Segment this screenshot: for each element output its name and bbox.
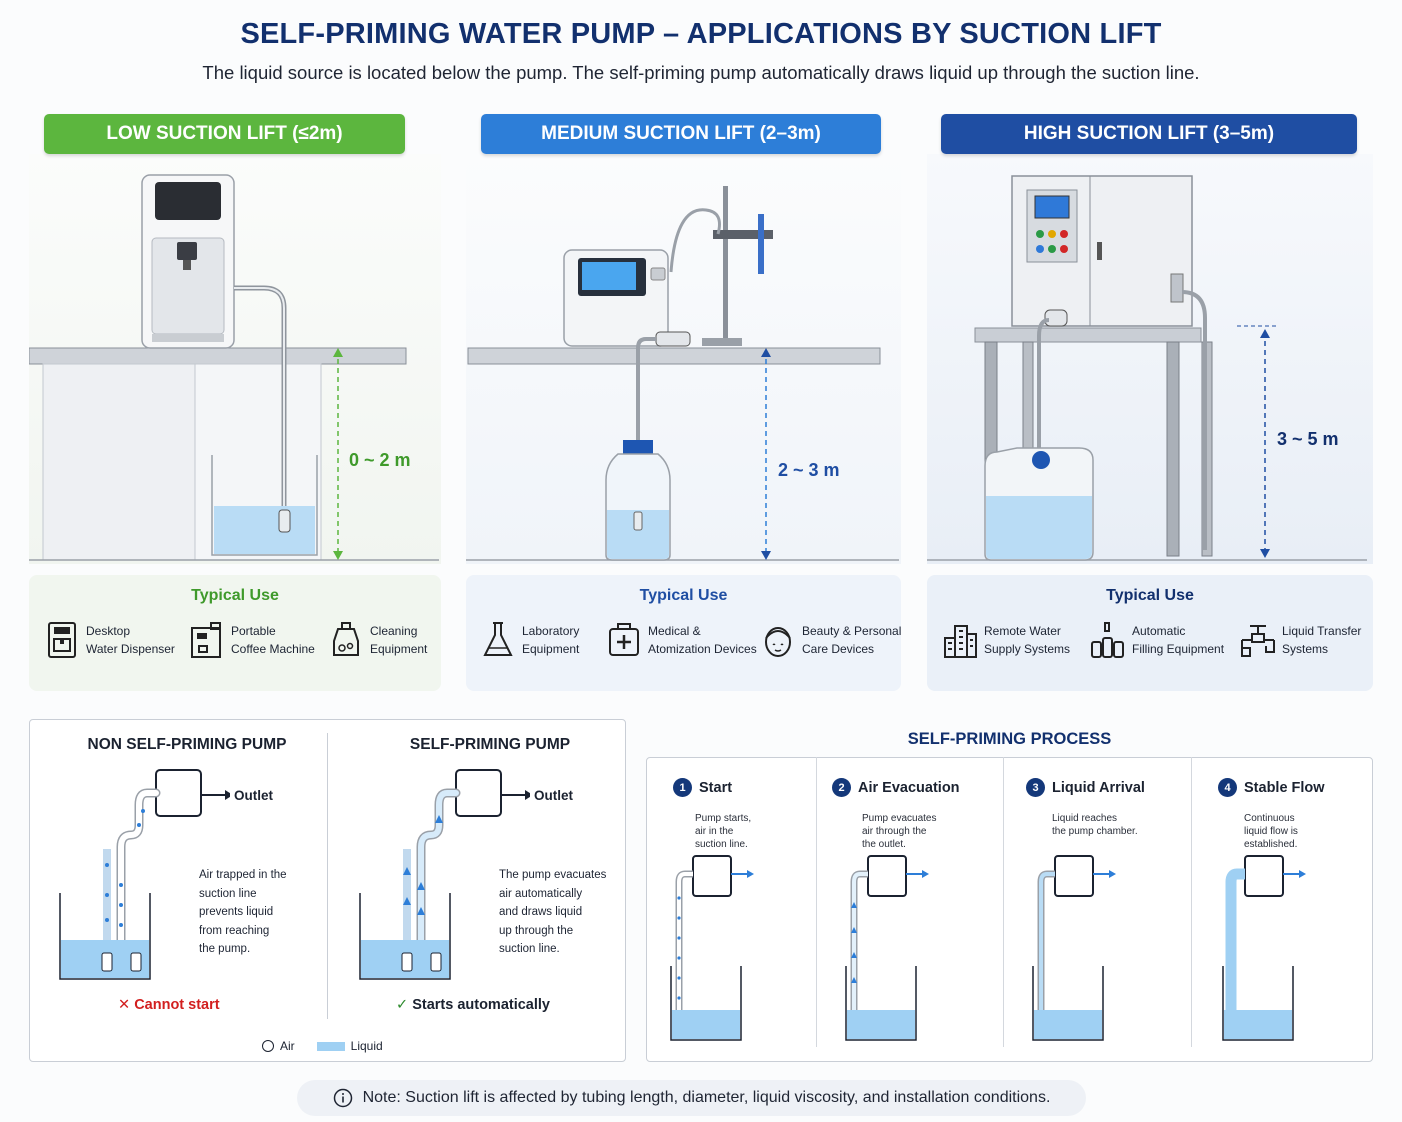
page-subtitle: The liquid source is located below the p… <box>202 62 1200 83</box>
starts-automatically-result: ✓ Starts automatically <box>396 997 550 1013</box>
use-item-remote-water: Remote Water Supply Systems <box>942 620 1070 660</box>
low-typical-use-box <box>29 575 441 691</box>
step-1-diagram <box>670 855 754 1041</box>
medium-typical-use-title: Typical Use <box>639 587 728 604</box>
step-4-header: 4 Stable Flow <box>1218 778 1325 797</box>
water-dispenser-icon <box>48 622 76 658</box>
low-suction-lift-tab: LOW SUCTION LIFT (≤2m) <box>44 114 405 154</box>
step-4-diagram <box>1222 855 1306 1041</box>
use-label: Medical & Atomization Devices <box>648 624 757 656</box>
industrial-pump-cabinet-illustration <box>1011 175 1193 327</box>
high-lift-scene: 3 ~ 5 m <box>927 175 1367 561</box>
flask-icon <box>483 622 513 656</box>
step-2-diagram <box>845 855 929 1041</box>
non-self-description: Air trapped in the suction line prevents… <box>199 869 287 955</box>
cleaning-equipment-icon <box>333 622 359 656</box>
step-4-text: Continuous liquid flow is established. <box>1244 813 1298 850</box>
page-title: SELF-PRIMING WATER PUMP – APPLICATIONS B… <box>240 18 1162 50</box>
info-icon <box>333 1088 352 1108</box>
medium-suction-lift-tab: MEDIUM SUCTION LIFT (2–3m) <box>481 114 881 154</box>
use-item-coffee-machine: Portable Coffee Machine <box>189 620 315 660</box>
process-divider <box>816 757 817 1047</box>
process-divider <box>1003 757 1004 1047</box>
step-title: Liquid Arrival <box>1052 779 1145 796</box>
step-title: Stable Flow <box>1244 779 1325 796</box>
step-title: Air Evacuation <box>858 779 960 796</box>
medical-kit-icon <box>609 623 639 656</box>
self-priming-title: SELF-PRIMING PUMP <box>409 736 571 753</box>
self-outlet-label: Outlet <box>534 788 573 803</box>
step-number: 2 <box>832 778 851 797</box>
high-typical-use-title: Typical Use <box>1106 587 1194 604</box>
self-description: The pump evacuates air automatically and… <box>499 869 607 955</box>
use-item-laboratory: Laboratory Equipment <box>480 620 579 660</box>
step-3-diagram <box>1032 855 1116 1041</box>
low-typical-use-title: Typical Use <box>191 587 279 604</box>
use-item-liquid-transfer: Liquid Transfer Systems <box>1240 620 1361 660</box>
note-text: Note: Suction lift is affected by tubing… <box>362 1089 1051 1106</box>
use-item-medical: Medical & Atomization Devices <box>606 620 757 660</box>
medium-typical-use-box <box>466 575 901 691</box>
check-icon: ✓ <box>396 997 413 1013</box>
use-item-filling-equipment: Automatic Filling Equipment <box>1090 620 1224 660</box>
face-care-icon <box>765 627 791 657</box>
dosing-pump-illustration <box>563 249 669 347</box>
non-self-outlet-label: Outlet <box>234 788 273 803</box>
medium-lift-scene: 2 ~ 3 m <box>466 186 899 561</box>
step-number: 1 <box>673 778 692 797</box>
step-title: Start <box>699 779 733 796</box>
comparison-divider <box>327 733 328 1019</box>
use-label: Remote Water Supply Systems <box>984 624 1071 656</box>
self-priming-diagram <box>359 769 530 980</box>
building-icon <box>944 625 977 658</box>
starts-automatically-text: Starts automatically <box>412 997 550 1013</box>
step-2-text: Pump evacuates air through the the outle… <box>862 813 937 850</box>
air-legend-swatch <box>262 1040 274 1052</box>
high-typical-use-box <box>927 575 1373 691</box>
use-label: Portable Coffee Machine <box>231 624 315 656</box>
liquid-legend-swatch <box>316 1041 345 1051</box>
non-self-priming-title: NON SELF-PRIMING PUMP <box>87 736 287 753</box>
high-suction-lift-tab: HIGH SUCTION LIFT (3–5m) <box>941 114 1357 154</box>
step-3-header: 3 Liquid Arrival <box>1026 778 1145 797</box>
use-item-water-dispenser: Desktop Water Dispenser <box>44 620 175 660</box>
water-dispenser-illustration <box>141 174 235 349</box>
note-bar: Note: Suction lift is affected by tubing… <box>297 1080 1086 1116</box>
step-number: 3 <box>1026 778 1045 797</box>
step-1-header: 1 Start <box>673 778 732 797</box>
use-label: Automatic Filling Equipment <box>1132 624 1225 656</box>
low-height-label: 0 ~ 2 m <box>349 450 411 470</box>
cross-icon: ✕ <box>118 997 135 1013</box>
air-legend-label: Air <box>280 1039 295 1053</box>
pipe-valve-icon <box>1241 625 1275 657</box>
use-label: Laboratory Equipment <box>522 624 580 656</box>
use-item-cleaning-equipment: Cleaning Equipment <box>328 620 427 660</box>
step-3-text: Liquid reaches the pump chamber. <box>1052 813 1138 837</box>
step-2-header: 2 Air Evacuation <box>832 778 960 797</box>
process-title: SELF-PRIMING PROCESS <box>907 730 1112 748</box>
liquid-legend-label: Liquid <box>350 1039 383 1053</box>
medium-height-label: 2 ~ 3 m <box>778 460 840 480</box>
non-self-priming-diagram <box>59 769 230 980</box>
step-number: 4 <box>1218 778 1237 797</box>
use-label: Desktop Water Dispenser <box>86 624 175 656</box>
bottles-icon <box>1091 622 1124 658</box>
cannot-start-result: ✕ Cannot start <box>118 997 220 1013</box>
use-item-beauty-care: Beauty & Personal Care Devices <box>760 620 901 660</box>
low-lift-scene: 0 ~ 2 m <box>29 174 439 561</box>
high-height-label: 3 ~ 5 m <box>1277 429 1339 449</box>
cannot-start-text: Cannot start <box>134 997 220 1013</box>
use-label: Beauty & Personal Care Devices <box>802 624 902 656</box>
process-divider <box>1191 757 1192 1047</box>
use-label: Liquid Transfer Systems <box>1282 624 1362 656</box>
coffee-machine-icon <box>191 622 221 658</box>
legend: Air Liquid <box>262 1039 383 1053</box>
step-1-text: Pump starts, air in the suction line. <box>695 813 752 850</box>
use-label: Cleaning Equipment <box>370 624 428 656</box>
